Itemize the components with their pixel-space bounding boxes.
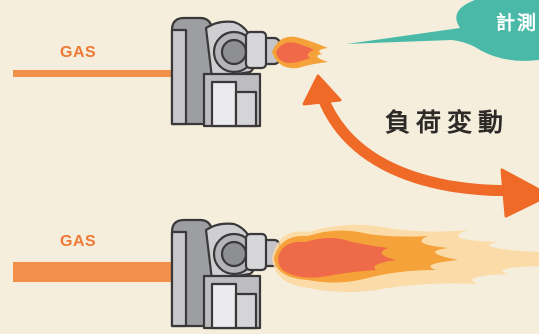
load-change-arrow [302, 74, 539, 218]
gas-label-top: GAS [60, 44, 97, 61]
flame-large [272, 224, 539, 292]
flame-small [272, 36, 328, 69]
gas-pipe-top [13, 70, 173, 77]
measurement-callout-bubble [346, 0, 539, 61]
measurement-callout-text: 計測 [496, 12, 539, 34]
gas-pipe-bottom [13, 262, 173, 282]
gas-label-bottom: GAS [60, 233, 97, 250]
load-change-label: 負荷変動 [385, 108, 510, 137]
burner-bottom-illustration [170, 218, 280, 330]
burner-top-illustration [170, 16, 280, 128]
